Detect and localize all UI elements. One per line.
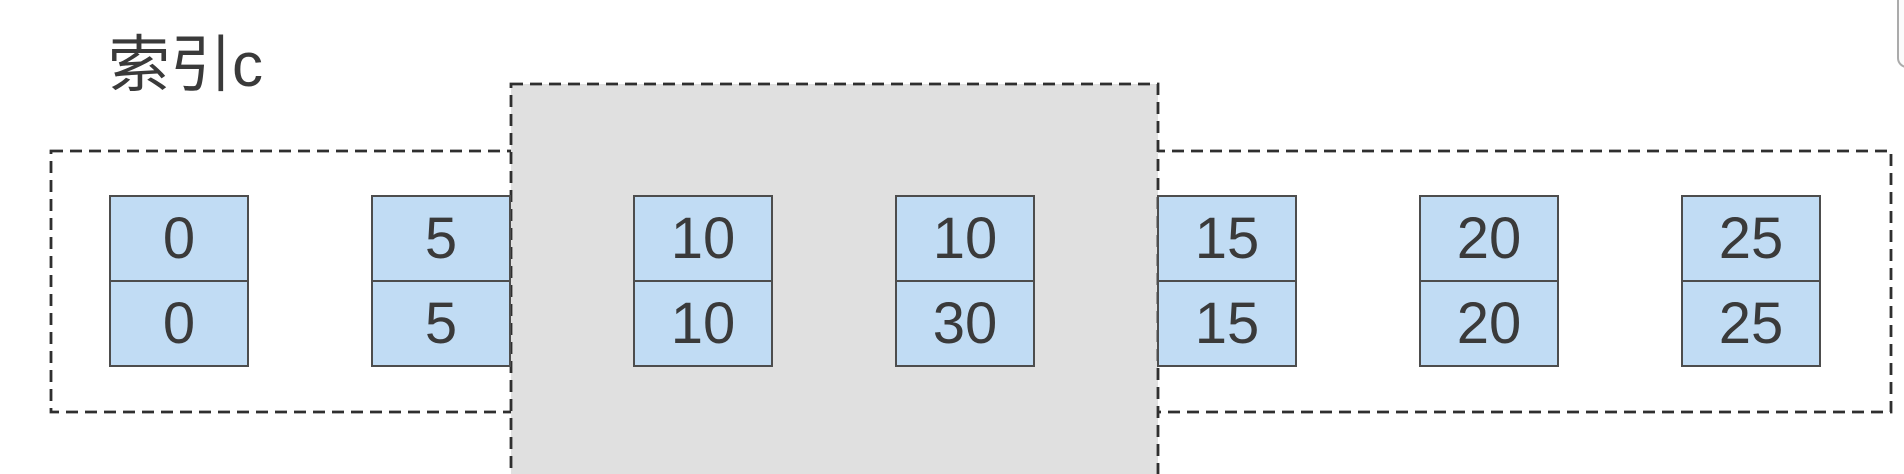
cell-bottom-value: 20	[1456, 290, 1522, 356]
cell-bottom-value: 5	[424, 290, 458, 356]
highlight-window-overlay	[509, 82, 1160, 474]
cell-bottom-value: 15	[1194, 290, 1260, 356]
cell-top-value: 5	[373, 197, 509, 282]
diagram-title: 索引c	[108, 31, 264, 100]
cell-bottom-value: 25	[1718, 290, 1784, 356]
cell-top-value: 15	[1159, 197, 1295, 282]
cell-top-value: 10	[897, 197, 1033, 282]
cell-bottom-value: 30	[932, 290, 998, 356]
scrollbar-thumb[interactable]	[1897, 0, 1904, 68]
cell-top-value: 0	[111, 197, 247, 282]
cell-top-value: 20	[1421, 197, 1557, 282]
cell-top-value: 25	[1683, 197, 1819, 282]
cell-bottom-value: 0	[162, 290, 196, 356]
cell-bottom-value: 10	[670, 290, 736, 356]
cell-top-value: 10	[635, 197, 771, 282]
